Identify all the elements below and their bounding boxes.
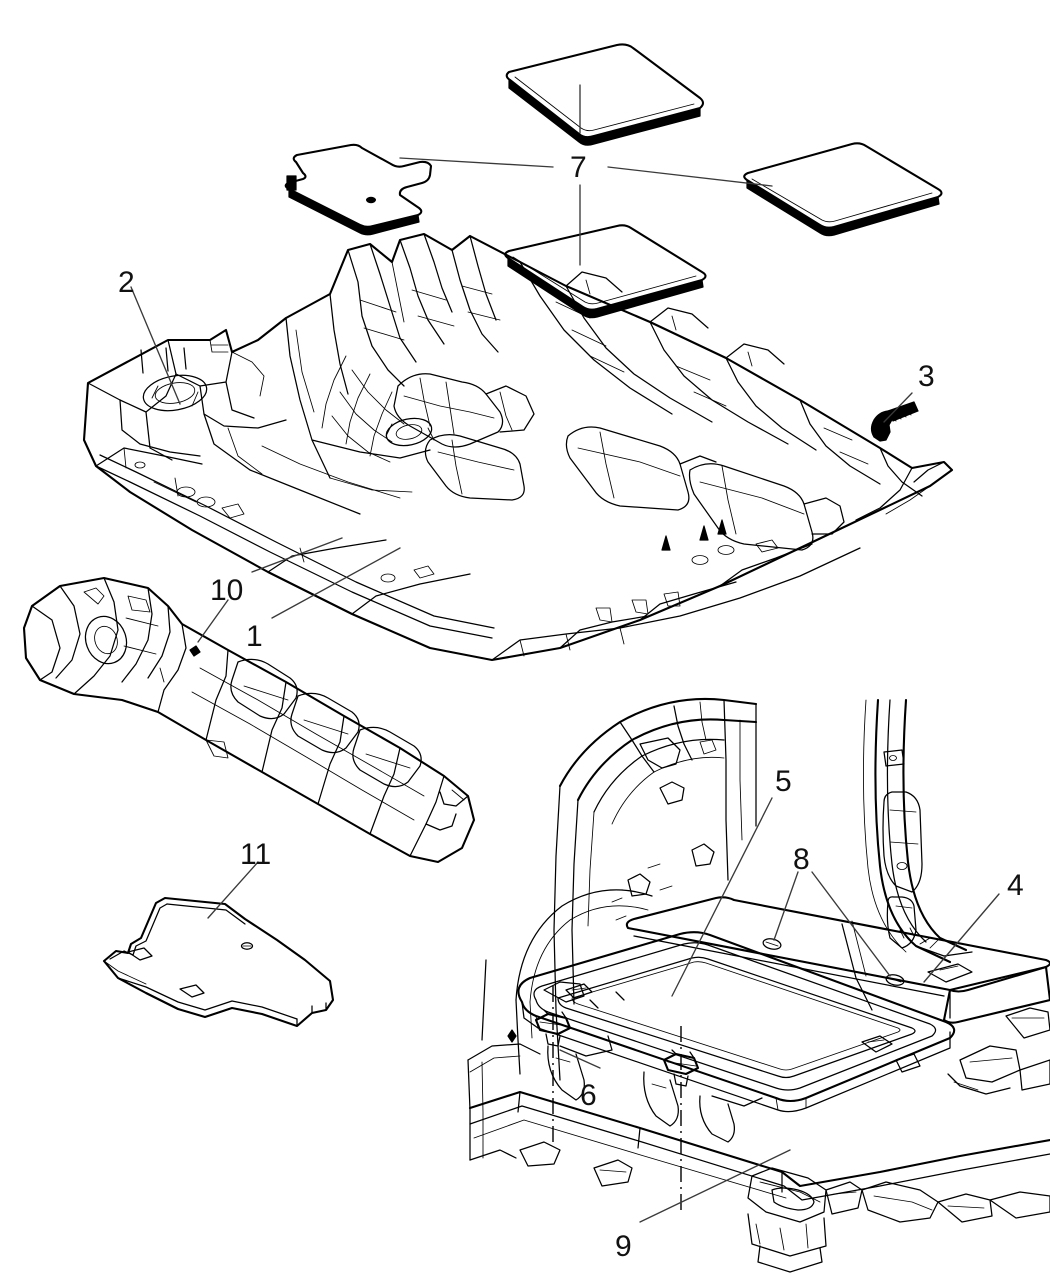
leader-10-upper (251, 537, 343, 573)
leader-1 (271, 547, 401, 619)
leader-10-lower (197, 599, 229, 643)
leader-7-left (399, 157, 554, 168)
rear-floor-pan-part-9 (468, 1007, 1050, 1273)
leader-8-left (773, 871, 799, 941)
callout-8[interactable]: 8 (793, 843, 810, 876)
tunnel-silencer-part-10 (22, 576, 476, 864)
rear-body-assembly (467, 697, 1050, 1273)
callout-6[interactable]: 6 (580, 1079, 597, 1112)
floor-mat-bottom (504, 224, 707, 319)
callout-5[interactable]: 5 (775, 765, 792, 798)
floor-mat-left (284, 143, 433, 236)
load-floor-panel-part-4 (625, 896, 1050, 1024)
main-floor-carpet-part-1 (82, 232, 954, 662)
cargo-tray-part-5 (517, 931, 956, 1210)
floor-mat-top (505, 43, 705, 146)
leader-4 (923, 893, 1000, 983)
screw-part-3 (870, 392, 919, 442)
callout-10[interactable]: 10 (210, 574, 244, 607)
leader-3 (883, 392, 913, 423)
leader-6 (559, 1049, 601, 1069)
leader-7-right (607, 166, 773, 187)
rear-pillar (863, 698, 973, 964)
leader-2 (130, 286, 181, 405)
callout-4[interactable]: 4 (1007, 869, 1024, 902)
floor-mat-group-7 (284, 43, 943, 319)
callout-9[interactable]: 9 (615, 1230, 632, 1263)
rear-silencer-pad-part-11 (102, 861, 335, 1028)
callout-3[interactable]: 3 (918, 360, 935, 393)
callout-2[interactable]: 2 (118, 266, 135, 299)
leader-5 (671, 797, 773, 997)
leader-8-right (811, 871, 891, 977)
leader-11 (207, 861, 259, 919)
callout-7[interactable]: 7 (570, 151, 587, 184)
callout-11[interactable]: 11 (240, 838, 272, 871)
callout-1[interactable]: 1 (246, 620, 263, 653)
quarter-panel (467, 697, 758, 1161)
leader-9 (639, 1149, 791, 1223)
floor-mat-right (743, 142, 943, 237)
